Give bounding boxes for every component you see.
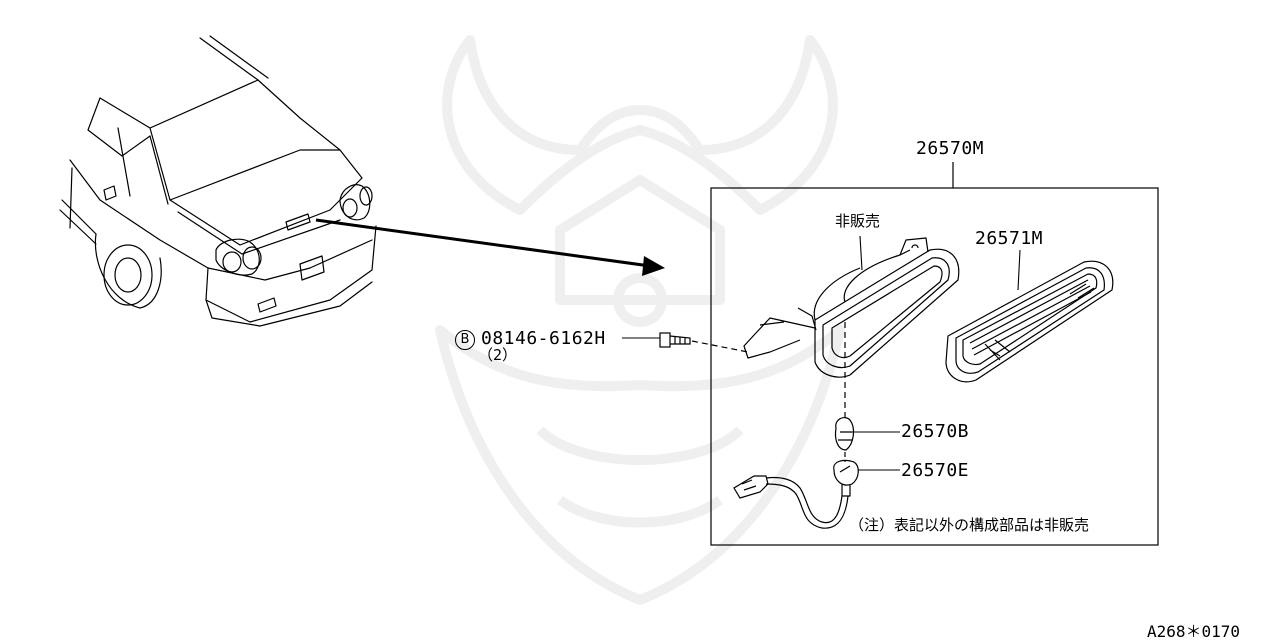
location-arrow — [315, 218, 665, 276]
not-sold-note: （注）表記以外の構成部品は非販売 — [849, 516, 1090, 534]
car-rear-view — [59, 35, 377, 327]
part-label-bolt: 08146-6162H — [481, 328, 606, 349]
samurai-watermark-icon — [435, 35, 845, 605]
socket-icon — [833, 459, 859, 497]
part-label-assembly: 26570M — [916, 138, 985, 159]
bolt-icon — [659, 332, 749, 353]
lamp-lens — [945, 260, 1114, 383]
bolt-quantity: （2） — [478, 346, 518, 364]
part-label-lens: 26571M — [975, 228, 1044, 249]
assembly-bracket — [710, 162, 1159, 546]
part-label-socket: 26570E — [901, 460, 970, 481]
wire-harness — [733, 475, 849, 529]
bolt-badge: B — [455, 330, 475, 350]
part-label-bulb: 26570B — [901, 421, 970, 442]
bulb-icon — [834, 416, 855, 462]
leader-lines — [622, 235, 1021, 471]
lamp-housing — [743, 237, 960, 420]
not-sold-label: 非販売 — [835, 212, 881, 230]
diagram-reference: A268＊0170 — [1147, 622, 1241, 641]
